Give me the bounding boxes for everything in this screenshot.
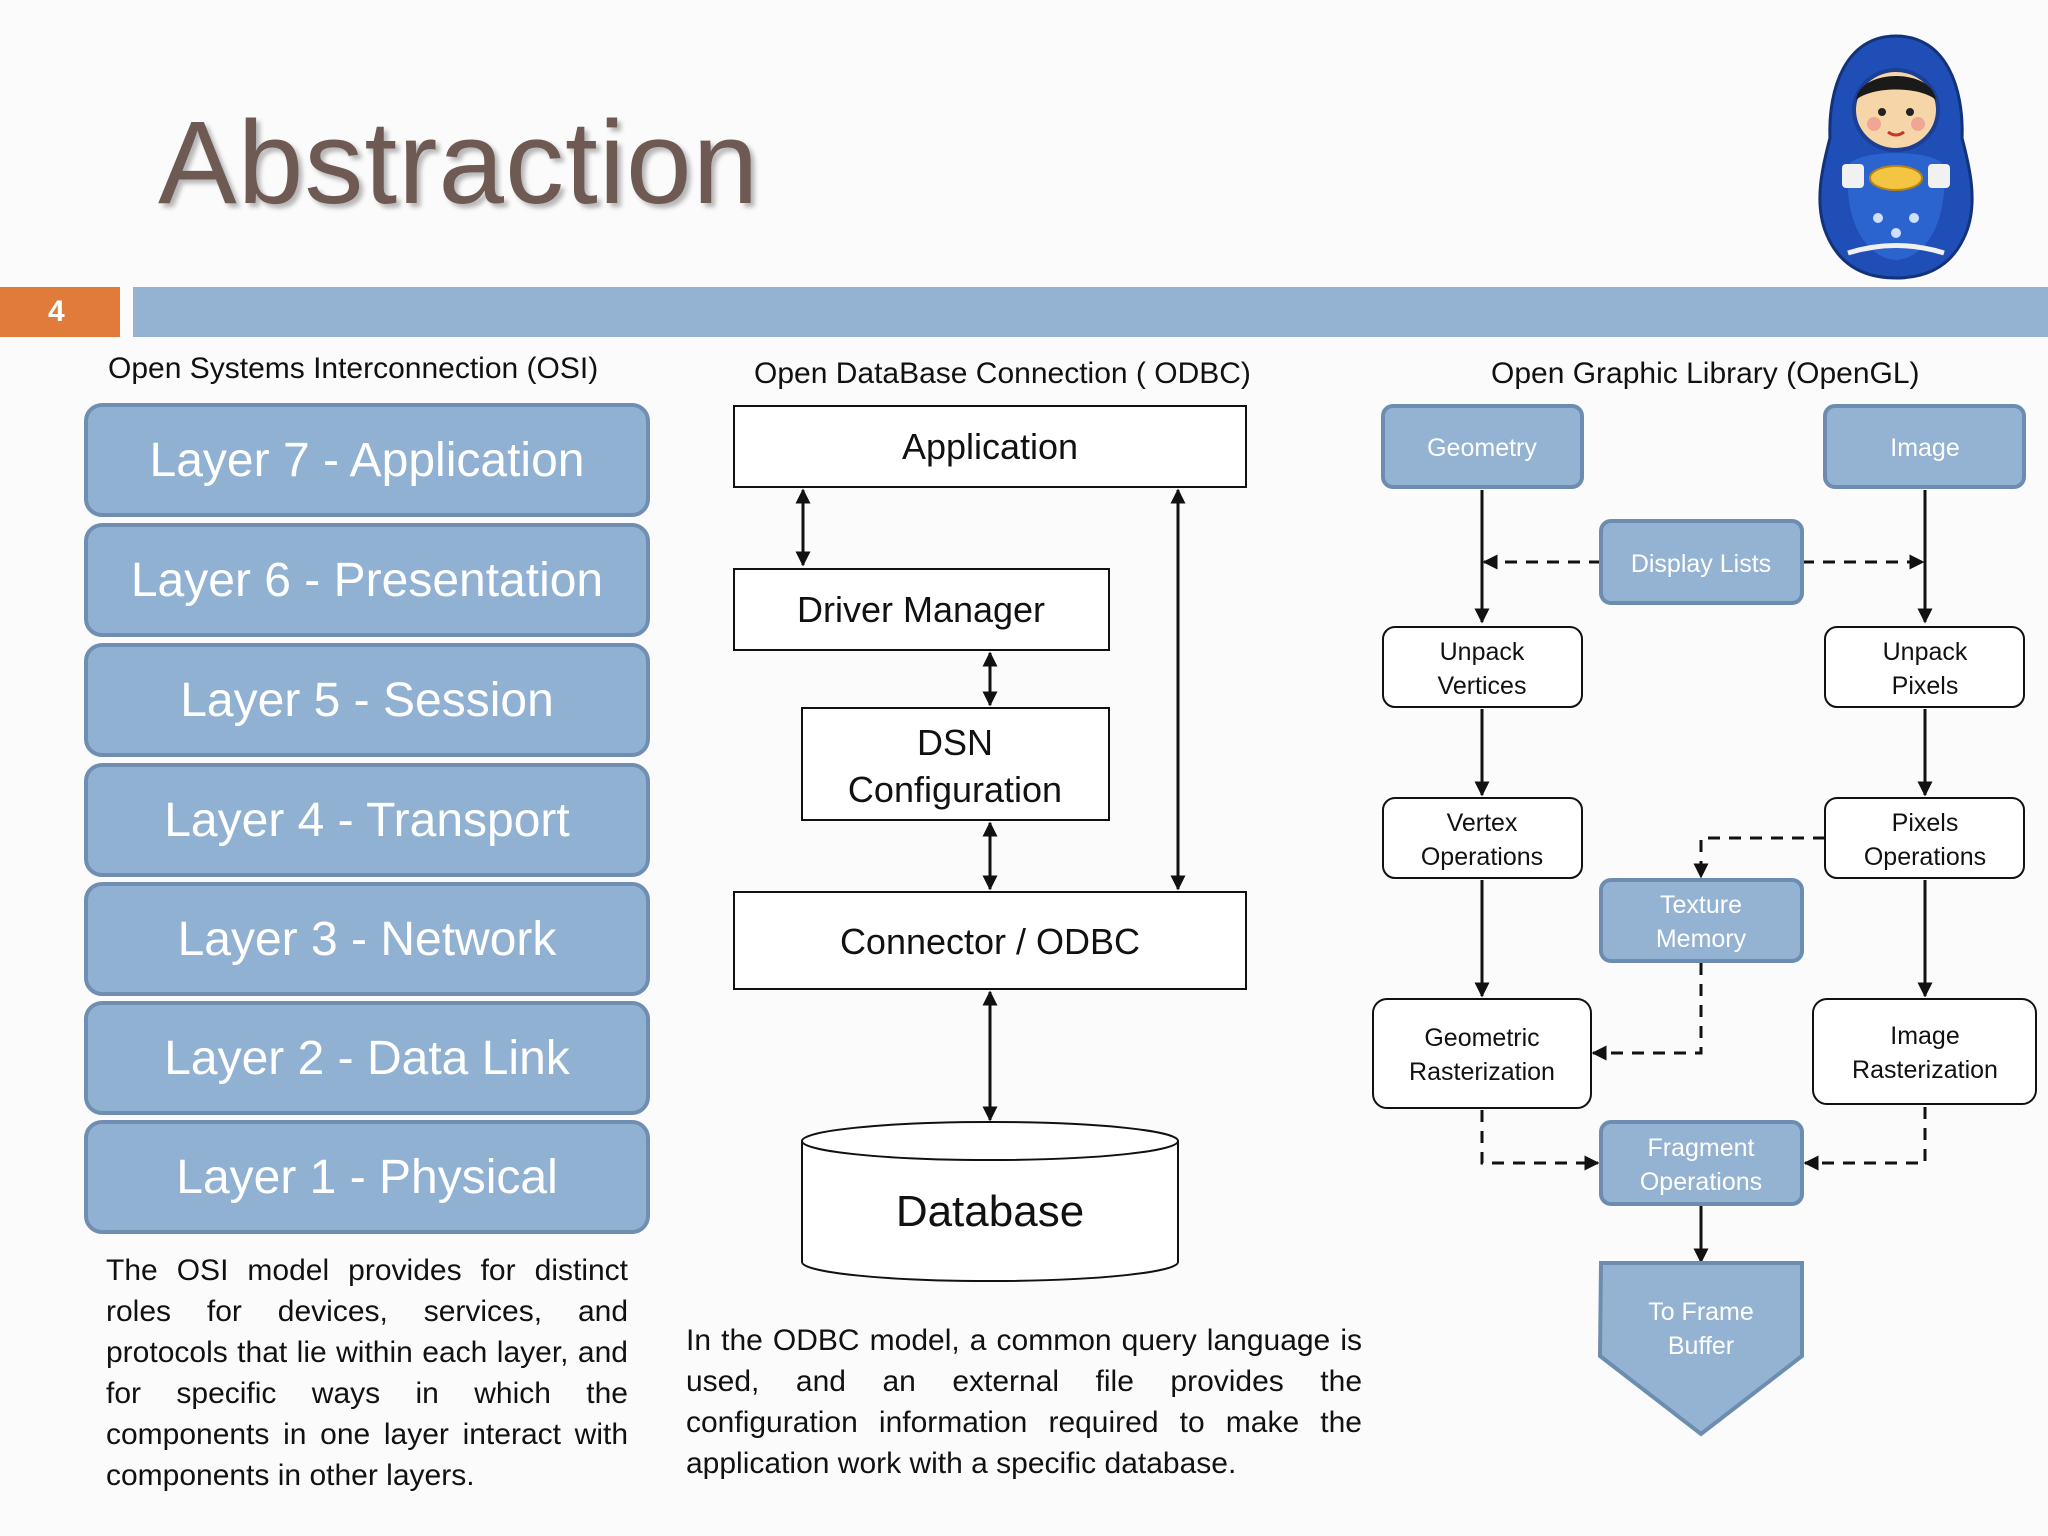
gl-texture-memory-label-1: Texture <box>1660 891 1742 919</box>
odbc-connector-box <box>733 891 1247 990</box>
gl-geometry-label: Geometry <box>1427 434 1537 462</box>
odbc-heading: Open DataBase Connection ( ODBC) <box>754 357 1251 390</box>
gl-display-lists-label: Display Lists <box>1631 550 1771 578</box>
gl-display-lists-node <box>1599 519 1804 605</box>
gl-image-rasterization-label-2: Rasterization <box>1852 1056 1998 1084</box>
osi-layer-5: Layer 5 - Session <box>84 643 650 757</box>
gl-arrow-georaster-fragment <box>1480 1110 1600 1171</box>
gl-pixels-operations-label-1: Pixels <box>1892 809 1959 837</box>
osi-layer-1: Layer 1 - Physical <box>84 1120 650 1234</box>
gl-pixels-operations-label-2: Operations <box>1864 843 1986 871</box>
slide-number: 4 <box>0 287 120 337</box>
opengl-heading: Open Graphic Library (OpenGL) <box>1491 357 1920 390</box>
gl-vertex-operations-label-2: Operations <box>1421 843 1543 871</box>
osi-layer-7: Layer 7 - Application <box>84 403 650 517</box>
odbc-driver-manager-label: Driver Manager <box>797 589 1045 630</box>
matryoshka-doll-icon <box>1818 34 1974 280</box>
gl-geometric-rasterization-node <box>1372 998 1592 1109</box>
gl-arrow-pixels-texture <box>1693 836 1825 879</box>
odbc-database-label: Database <box>896 1187 1084 1236</box>
gl-frame-buffer-label-2: Buffer <box>1668 1332 1734 1360</box>
gl-pixels-operations-node <box>1824 797 2025 879</box>
odbc-dsn-box <box>801 707 1110 821</box>
gl-unpack-vertices-label-1: Unpack <box>1440 638 1525 666</box>
gl-geometric-rasterization-label-1: Geometric <box>1424 1024 1539 1052</box>
osi-heading: Open Systems Interconnection (OSI) <box>108 352 599 385</box>
osi-layer-3: Layer 3 - Network <box>84 882 650 996</box>
gl-arrow-imgraster-fragment <box>1803 1107 1927 1171</box>
odbc-dsn-label-1: DSN <box>917 722 993 763</box>
gl-unpack-pixels-node <box>1824 626 2025 708</box>
gl-frame-buffer-node <box>1597 1261 1804 1437</box>
slide-title: Abstraction <box>158 97 760 229</box>
odbc-description: In the ODBC model, a common query langua… <box>686 1324 1362 1480</box>
gl-unpack-vertices-node <box>1382 626 1583 708</box>
gl-geometry-node <box>1381 404 1584 489</box>
gl-image-node <box>1823 404 2026 489</box>
gl-vertex-operations-label-1: Vertex <box>1447 809 1518 837</box>
osi-description: The OSI model provides for distinct role… <box>106 1254 628 1492</box>
osi-layer-6: Layer 6 - Presentation <box>84 523 650 637</box>
odbc-application-label: Application <box>902 426 1078 467</box>
gl-fragment-operations-label-2: Operations <box>1640 1168 1762 1196</box>
gl-vertex-operations-node <box>1382 797 1583 879</box>
gl-fragment-operations-node <box>1599 1120 1804 1206</box>
odbc-dsn-label-2: Configuration <box>848 769 1062 810</box>
gl-texture-memory-node <box>1599 878 1804 963</box>
gl-unpack-vertices-label-2: Vertices <box>1438 672 1527 700</box>
gl-image-label: Image <box>1890 434 1959 462</box>
odbc-database-cylinder <box>801 1121 1179 1282</box>
gl-geometric-rasterization-label-2: Rasterization <box>1409 1058 1555 1086</box>
gl-fragment-operations-label-1: Fragment <box>1648 1134 1755 1162</box>
gl-unpack-pixels-label-1: Unpack <box>1883 638 1968 666</box>
odbc-driver-manager-box <box>733 568 1110 651</box>
osi-layer-2: Layer 2 - Data Link <box>84 1001 650 1115</box>
gl-image-rasterization-node <box>1812 998 2037 1105</box>
odbc-connector-label: Connector / ODBC <box>840 921 1140 962</box>
gl-unpack-pixels-label-2: Pixels <box>1892 672 1959 700</box>
header-bar <box>133 287 2048 337</box>
gl-frame-buffer-label-1: To Frame <box>1648 1298 1754 1326</box>
osi-layer-4: Layer 4 - Transport <box>84 763 650 877</box>
gl-texture-memory-label-2: Memory <box>1656 925 1747 953</box>
odbc-application-box <box>733 405 1247 488</box>
gl-image-rasterization-label-1: Image <box>1890 1022 1959 1050</box>
gl-arrow-texture-raster <box>1591 963 1703 1061</box>
